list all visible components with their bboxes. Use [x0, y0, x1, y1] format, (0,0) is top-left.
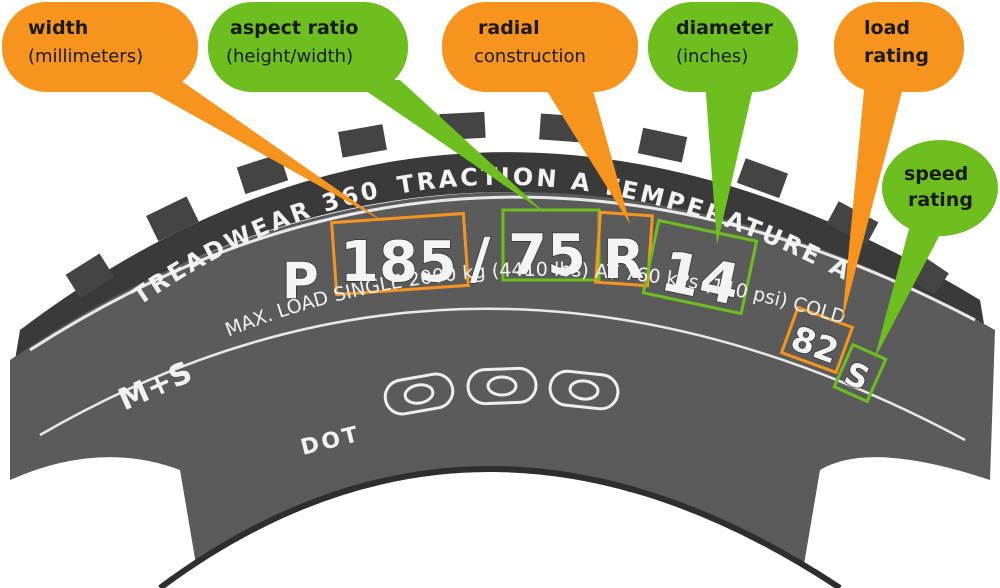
callout-load: load rating — [834, 2, 964, 92]
callout-pointers — [130, 80, 945, 360]
size-width: 185 — [340, 230, 457, 295]
svg-text:speed: speed — [904, 163, 968, 185]
callout-speed: speed rating — [882, 140, 998, 236]
svg-text:radial: radial — [478, 17, 540, 39]
diameter-highlight — [641, 218, 759, 316]
speed-highlight — [832, 342, 888, 404]
svg-text:rating: rating — [864, 45, 929, 67]
callout-radial: radial construction — [442, 2, 638, 92]
svg-text:(millimeters): (millimeters) — [28, 46, 143, 67]
callout-width: width (millimeters) — [2, 2, 198, 92]
svg-text:aspect ratio: aspect ratio — [230, 17, 358, 39]
load-highlight — [779, 305, 855, 375]
svg-text:rating: rating — [908, 189, 973, 211]
dot-code-ovals — [383, 366, 620, 416]
size-construction: R — [603, 228, 645, 291]
svg-text:width: width — [28, 17, 88, 39]
svg-text:construction: construction — [474, 46, 586, 67]
callout-diameter: diameter (inches) — [648, 2, 798, 92]
svg-text:(height/width): (height/width) — [226, 46, 353, 67]
size-prefix: P — [282, 252, 319, 310]
svg-text:(inches): (inches) — [676, 46, 748, 67]
size-slash: / — [470, 227, 491, 292]
svg-text:diameter: diameter — [676, 17, 774, 39]
size-aspect: 75 — [508, 223, 586, 288]
width-highlight — [330, 211, 470, 297]
svg-text:load: load — [864, 17, 910, 39]
tire-body — [10, 111, 995, 588]
callout-aspect-ratio: aspect ratio (height/width) — [208, 2, 408, 92]
